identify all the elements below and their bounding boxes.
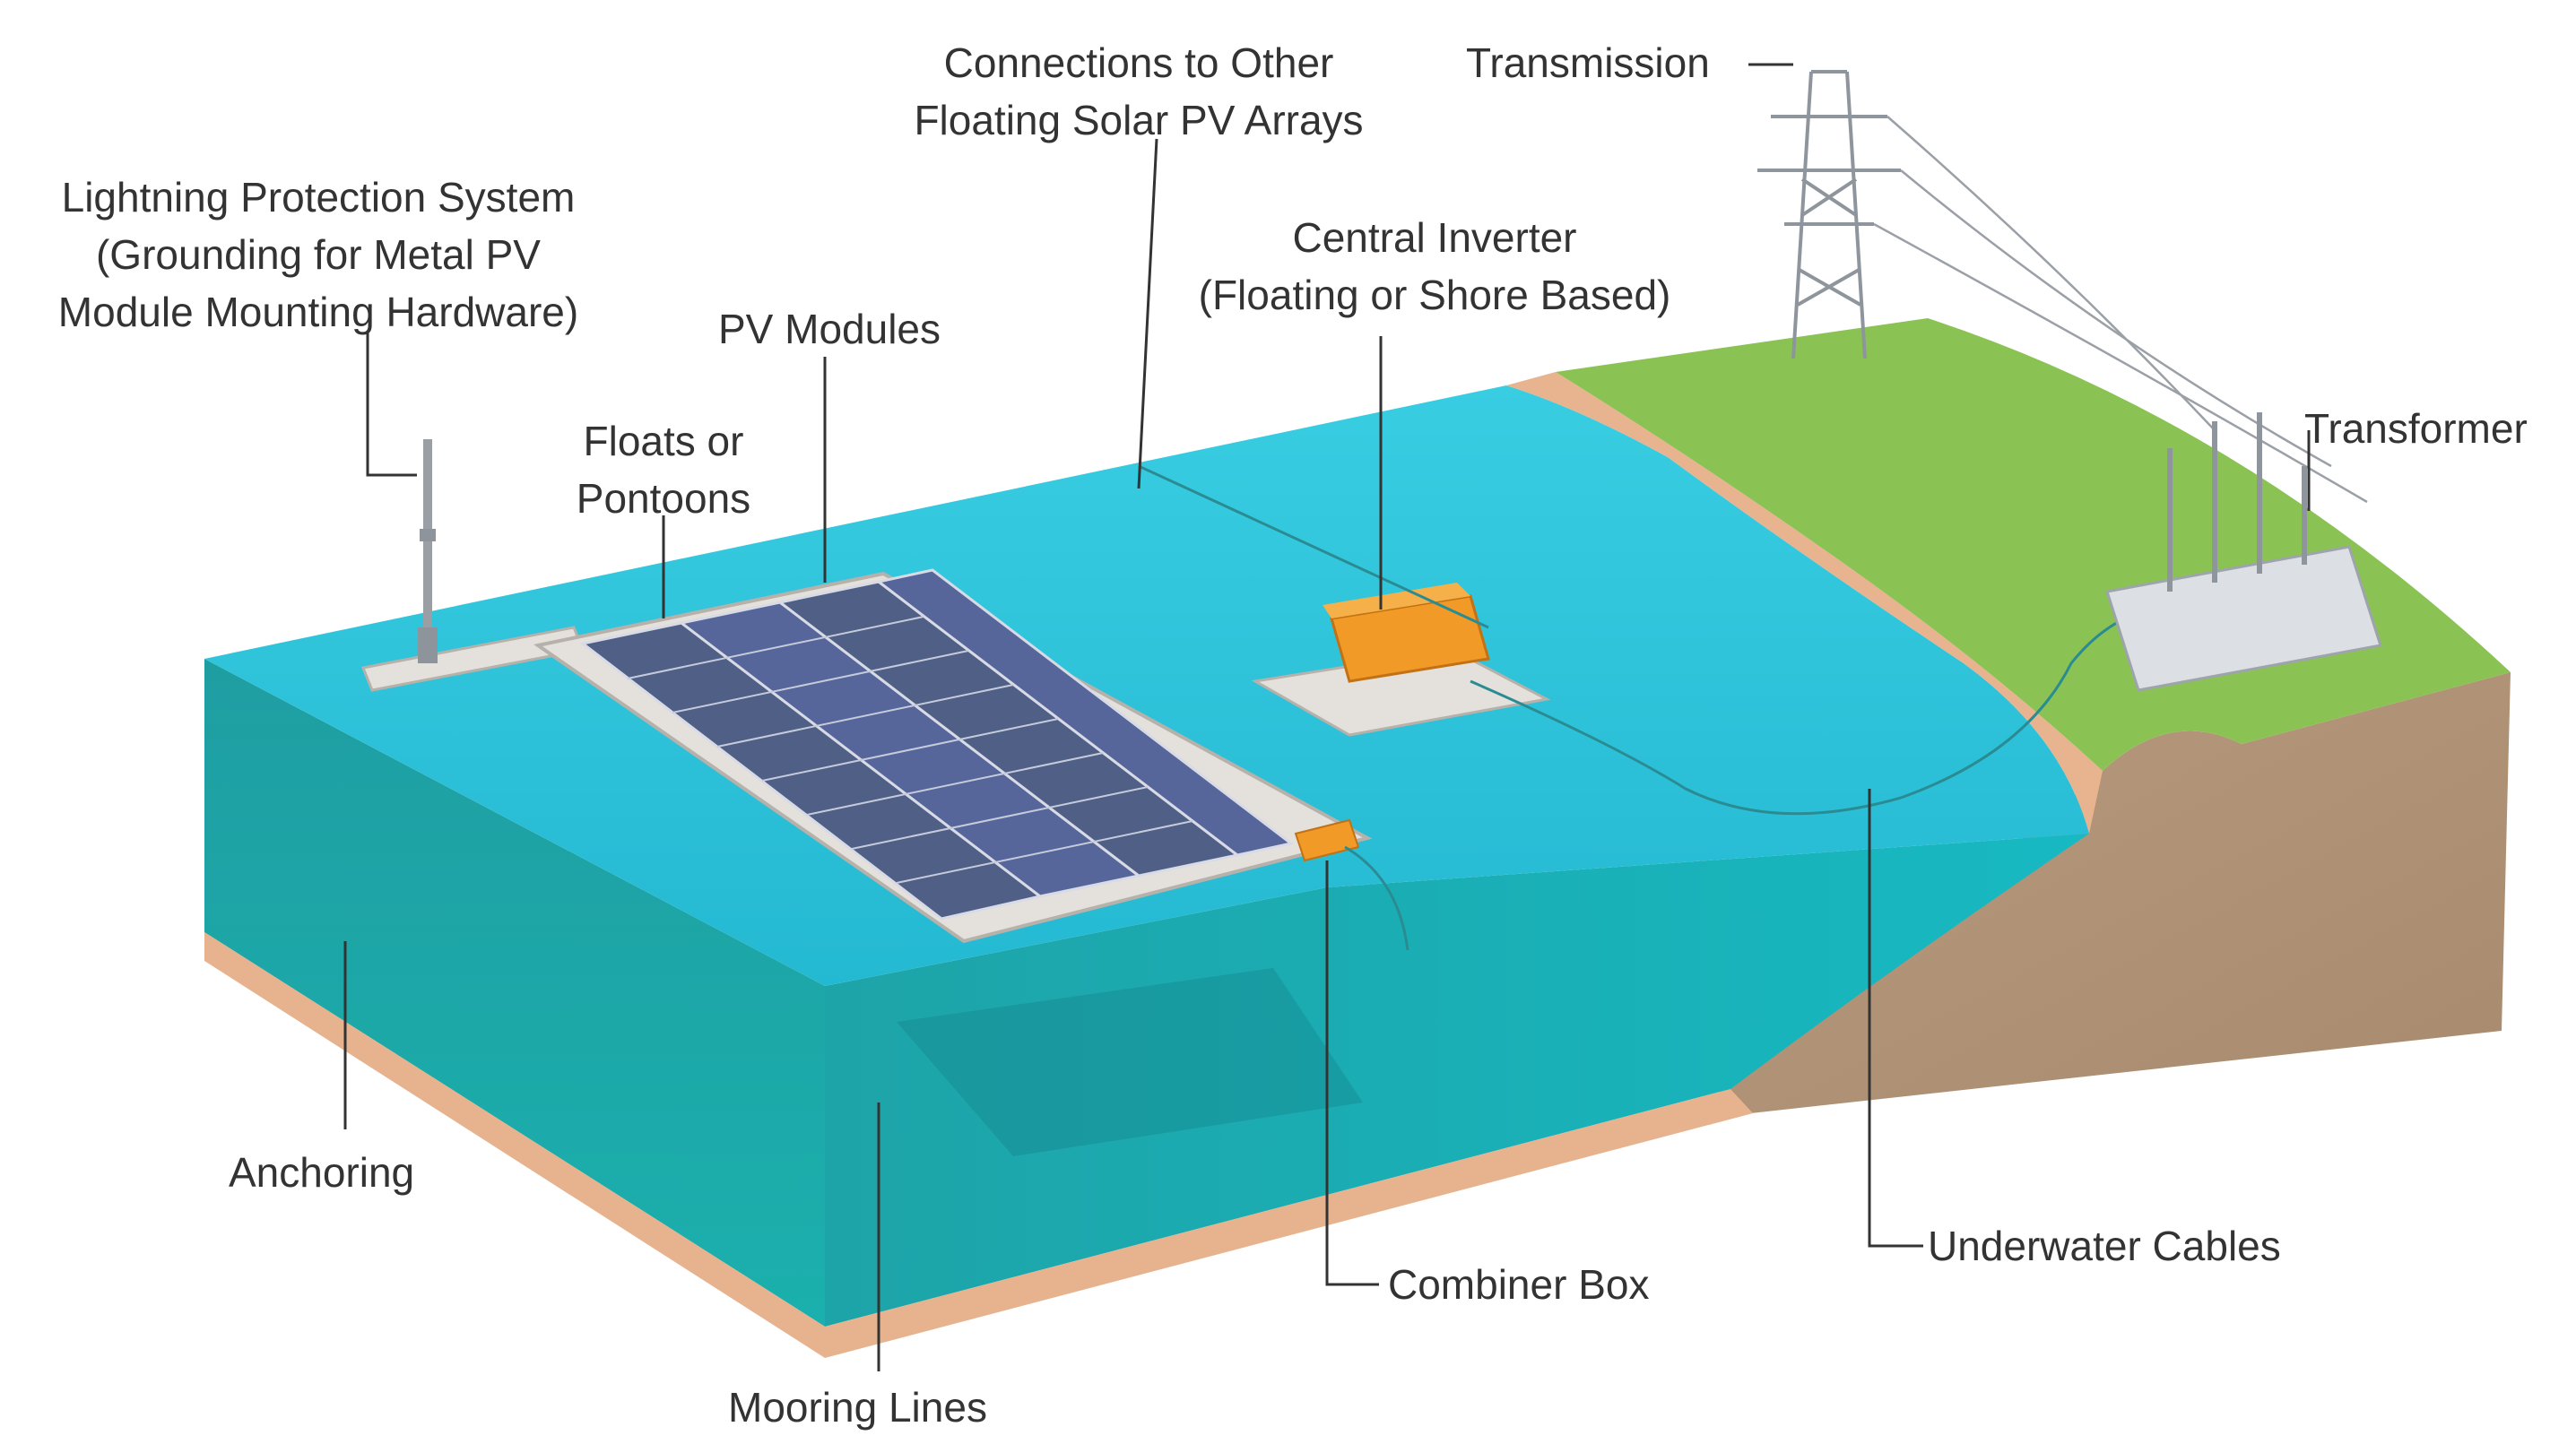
label-lightning-protection: Lightning Protection System (Grounding f…: [9, 169, 628, 341]
label-mooring-lines: Mooring Lines: [728, 1379, 987, 1436]
leader-combiner: [1325, 860, 1379, 1286]
transmission-tower: [1757, 70, 1901, 359]
leader-lightning: [366, 332, 417, 477]
water-side-face: [825, 834, 2089, 1327]
label-combiner-box: Combiner Box: [1388, 1256, 1649, 1313]
leader-underwater: [1868, 789, 1923, 1248]
label-floats-pontoons: Floats or Pontoons: [538, 412, 789, 527]
combiner-box-icon: [1294, 818, 1360, 862]
label-line: Module Mounting Hardware): [57, 289, 579, 335]
transformer-station: [2105, 412, 2382, 692]
leader-connections: [1137, 138, 1158, 489]
label-line: Lightning Protection System: [61, 174, 576, 220]
label-line: Transformer: [2304, 405, 2528, 452]
label-line: (Floating or Shore Based): [1198, 272, 1671, 318]
label-central-inverter: Central Inverter (Floating or Shore Base…: [1148, 209, 1722, 324]
label-line: Floating Solar PV Arrays: [914, 97, 1364, 143]
lightning-pole: [418, 439, 438, 663]
central-inverter-icon: [1251, 583, 1551, 737]
label-line: Underwater Cables: [1928, 1223, 2281, 1269]
label-line: Floats or: [583, 418, 744, 464]
label-underwater-cables: Underwater Cables: [1928, 1217, 2281, 1275]
label-line: PV Modules: [717, 306, 941, 352]
label-line: (Grounding for Metal PV: [95, 231, 541, 278]
label-anchoring: Anchoring: [229, 1144, 414, 1201]
label-transformer: Transformer: [2304, 400, 2528, 457]
sand-bottom: [204, 932, 1753, 1358]
label-line: Mooring Lines: [728, 1384, 987, 1431]
label-line: Central Inverter: [1292, 214, 1577, 261]
power-lines: [1873, 116, 2368, 504]
label-line: Anchoring: [229, 1149, 415, 1196]
label-line: Connections to Other: [943, 39, 1334, 86]
label-connections: Connections to Other Floating Solar PV A…: [861, 34, 1417, 149]
label-line: Combiner Box: [1388, 1261, 1650, 1308]
water-front-face: [204, 659, 825, 1327]
label-line: Pontoons: [576, 475, 751, 522]
label-pv-modules: PV Modules: [681, 300, 977, 358]
soil-side: [1686, 672, 2511, 1120]
label-line: Transmission: [1466, 39, 1710, 86]
water-surface: [204, 385, 2089, 986]
leader-lines: [343, 63, 2311, 1371]
array-shadow: [897, 968, 1363, 1156]
pv-array: [360, 568, 1373, 944]
label-transmission: Transmission: [1466, 34, 1710, 91]
